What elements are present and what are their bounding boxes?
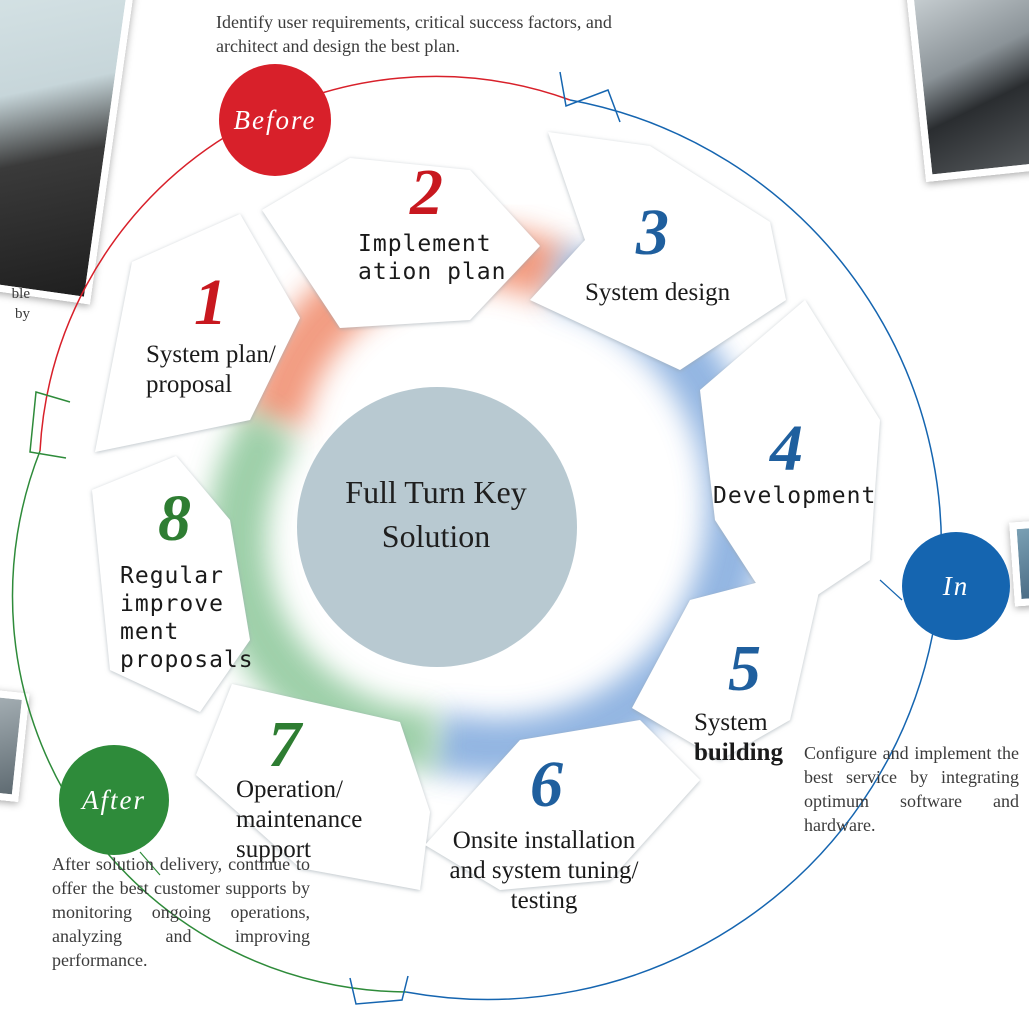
- bracket-after-before: [29, 391, 71, 459]
- step-3-label: System design: [585, 279, 731, 306]
- step-3-number: 3: [636, 196, 669, 269]
- step-8-number: 8: [158, 482, 191, 555]
- segment-1: [95, 214, 300, 452]
- step-7-label: Operation/ maintenance support: [236, 776, 363, 863]
- badge-after: After: [59, 745, 169, 855]
- badge-in: In: [902, 532, 1010, 640]
- outer-ring-red: [39, 75, 571, 452]
- step-2-number: 2: [410, 156, 443, 229]
- caption-after: After solution delivery, continue to off…: [52, 854, 310, 970]
- step-1-label: System plan/ proposal: [146, 341, 276, 398]
- bracket-in-after: [349, 975, 409, 1005]
- segment-6: [425, 720, 700, 890]
- segment-7: [196, 684, 430, 890]
- badge-before: Before: [219, 64, 331, 176]
- step-2-label: Implement ation plan: [358, 231, 507, 285]
- leader-after: [139, 851, 161, 876]
- segment-3: [530, 132, 786, 370]
- segment-2: [262, 158, 540, 328]
- step-5-number: 5: [728, 632, 761, 705]
- segment-4: [700, 300, 880, 620]
- caption-left-fragment: ble by: [11, 286, 30, 322]
- caption-before: Identify user requirements, critical suc…: [216, 12, 612, 56]
- step-1-number: 1: [194, 266, 227, 339]
- center-title: Full Turn Key Solution: [300, 470, 572, 558]
- leader-in: [879, 579, 903, 601]
- step-4-label: Development: [713, 483, 877, 509]
- step-8-label: Regular improve ment proposals: [120, 563, 254, 673]
- step-6-number: 6: [530, 748, 563, 821]
- step-5-label: System building: [694, 709, 783, 766]
- caption-in: Configure and implement the best service…: [804, 743, 1019, 835]
- step-4-number: 4: [770, 412, 803, 485]
- segment-5: [632, 565, 825, 760]
- step-6-label: Onsite installation and system tuning/ t…: [449, 827, 639, 914]
- center-title-line1: Full Turn Key: [345, 474, 527, 510]
- center-disk: [297, 387, 577, 667]
- step-7-number: 7: [268, 708, 301, 781]
- bracket-before-in: [559, 71, 621, 123]
- center-title-line2: Solution: [381, 518, 491, 554]
- segment-8: [92, 456, 250, 712]
